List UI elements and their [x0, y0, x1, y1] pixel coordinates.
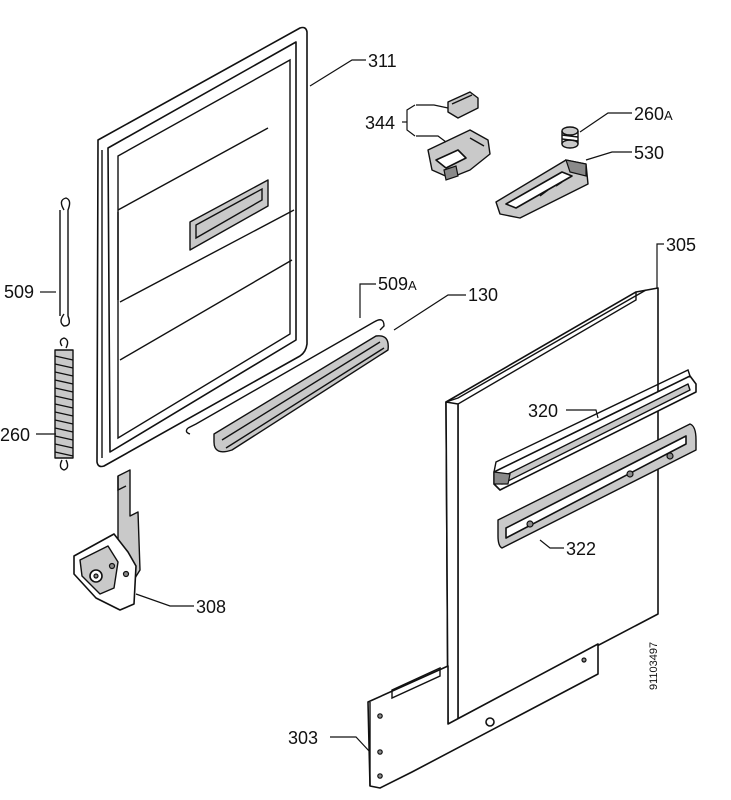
label-305: 305: [666, 235, 696, 255]
part-322-bracket: [497, 423, 697, 549]
part-320-rail: [493, 369, 697, 491]
label-530: 530: [634, 143, 664, 163]
label-509a: 509A: [378, 274, 417, 294]
part-303-bottom-plate: [367, 643, 599, 789]
label-509a-suffix: A: [408, 278, 417, 293]
label-260a-suffix: A: [664, 108, 673, 123]
label-509a-number: 509: [378, 274, 408, 294]
part-311-inner-door: [96, 26, 308, 468]
label-260: 260: [0, 425, 30, 445]
part-344-latch: [427, 91, 491, 181]
part-260a-spring: [561, 126, 579, 149]
drawing-code: 91103497: [648, 642, 660, 690]
part-260-spring: [54, 337, 74, 471]
part-308-hinge: [73, 469, 141, 611]
label-260a: 260A: [634, 104, 673, 124]
part-130-seal: [213, 335, 389, 453]
labels: 311 344 260A 530 305 509 509A 130 260 32…: [0, 51, 696, 748]
label-311: 311: [368, 51, 397, 71]
part-530-handle: [495, 159, 589, 219]
part-509a-rod: [185, 319, 385, 435]
label-322: 322: [566, 539, 596, 559]
label-308: 308: [196, 597, 226, 617]
label-130: 130: [468, 285, 498, 305]
label-260a-number: 260: [634, 104, 664, 124]
label-303: 303: [288, 728, 318, 748]
label-344: 344: [365, 113, 395, 133]
part-509-hook-rod: [59, 197, 71, 327]
label-509: 509: [4, 282, 34, 302]
leader-lines: [36, 59, 664, 753]
label-320: 320: [528, 401, 558, 421]
